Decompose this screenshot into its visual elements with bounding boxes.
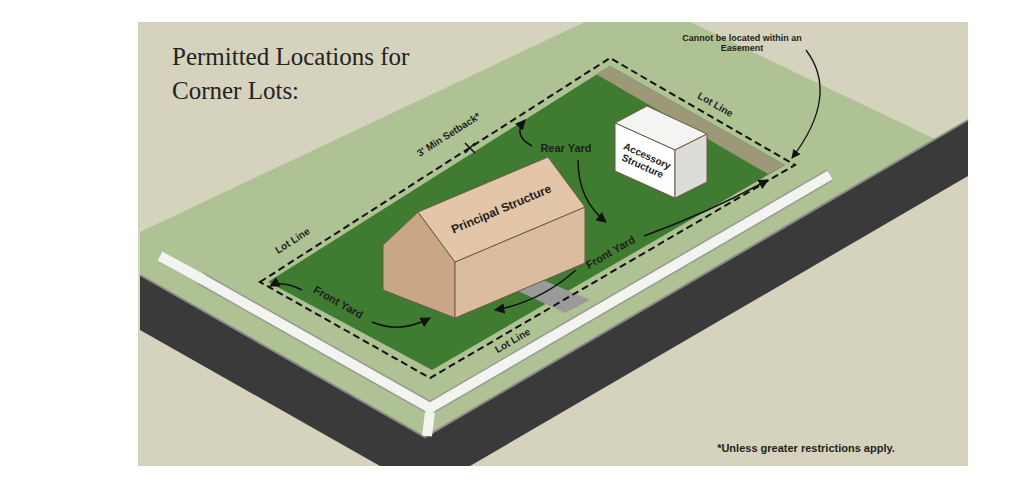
principal-structure: Principal Structure <box>378 150 590 322</box>
structure-face <box>418 157 585 262</box>
structure-face <box>615 123 675 198</box>
street <box>140 120 968 466</box>
leader-line <box>792 50 820 158</box>
sidewalk-ramp <box>160 256 204 280</box>
yard-arrow <box>372 318 430 327</box>
structure-face <box>675 134 707 198</box>
setback-mark <box>465 143 475 153</box>
yard-label: Rear Yard <box>540 142 591 154</box>
background-panel <box>138 22 968 466</box>
sidewalk-ramp <box>427 412 430 436</box>
accessory-structure: Accessory Structure <box>610 100 712 202</box>
diagram-title: Permitted Locations for Corner Lots: <box>172 40 412 108</box>
yard-arrow <box>270 284 302 290</box>
yard-arrow <box>520 120 532 146</box>
lot-line <box>260 58 795 378</box>
structure-outline <box>378 150 590 322</box>
easement-note: Cannot be located within an Easement <box>682 34 802 54</box>
footnote: *Unless greater restrictions apply. <box>717 442 895 454</box>
lawn <box>268 66 785 370</box>
